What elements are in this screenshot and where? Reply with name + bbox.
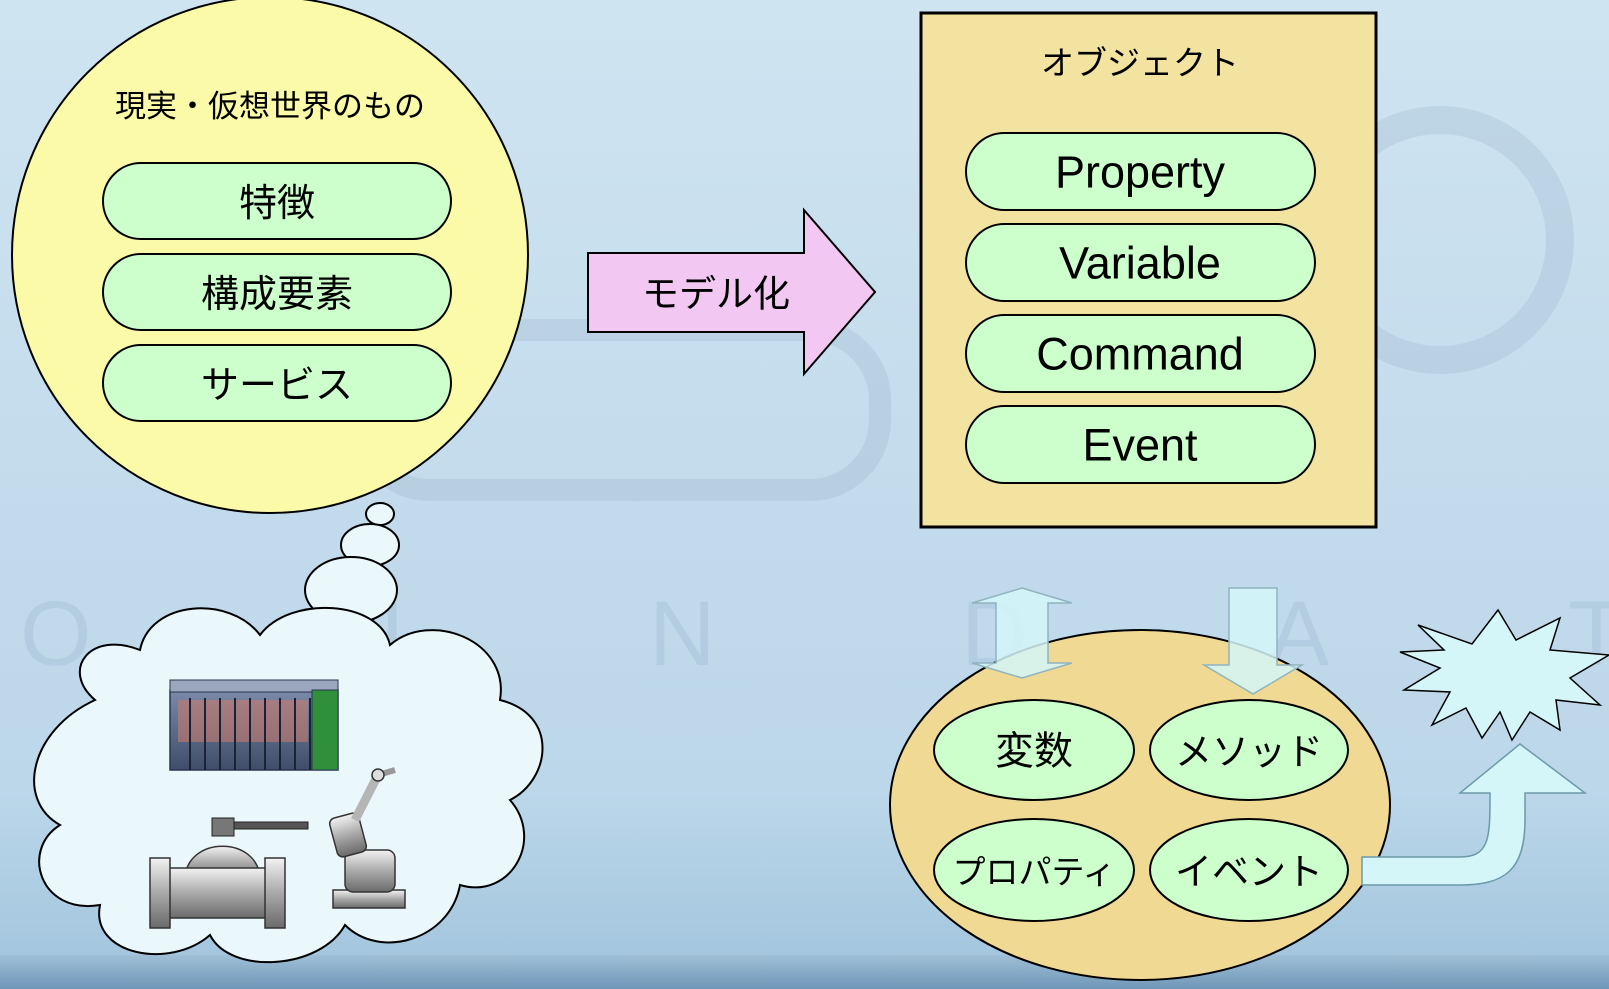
plc-rack-icon (169, 679, 339, 771)
object-item-property: Property (965, 132, 1316, 211)
real-world-item-components: 構成要素 (102, 253, 452, 331)
svg-text:Event: Event (1082, 420, 1198, 471)
down-arrow (1201, 587, 1305, 695)
object-item-variable: Variable (965, 223, 1316, 302)
real-world-circle: 現実・仮想世界のもの 特徴 構成要素 サービス (11, 0, 529, 514)
svg-text:Property: Property (1055, 147, 1226, 198)
real-world-title: 現実・仮想世界のもの (115, 89, 425, 125)
object-box-title: オブジェクト (1041, 44, 1239, 83)
svg-text:サービス: サービス (201, 363, 353, 407)
impl-item-event: イベント (1149, 818, 1349, 922)
implementation-ellipse: 変数 メソッド プロパティ イベント (889, 629, 1391, 981)
object-item-event: Event (965, 405, 1316, 484)
real-world-item-services: サービス (102, 344, 452, 422)
svg-text:イベント: イベント (1175, 851, 1323, 894)
object-item-command: Command (965, 314, 1316, 393)
svg-text:構成要素: 構成要素 (201, 272, 353, 316)
svg-text:変数: 変数 (995, 730, 1073, 775)
event-burst-icon (1399, 608, 1609, 742)
svg-text:メソッド: メソッド (1175, 731, 1323, 774)
event-curved-arrow (1361, 743, 1588, 886)
bottom-bar (0, 955, 1609, 989)
object-box: オブジェクト Property Variable Command Event (919, 11, 1378, 529)
impl-item-method: メソッド (1149, 699, 1349, 801)
thought-bubbles (304, 502, 400, 624)
real-world-item-features: 特徴 (102, 162, 452, 240)
bidirectional-arrow (971, 587, 1073, 679)
modeling-arrow-label: モデル化 (642, 273, 790, 316)
equipment-cloud (33, 606, 544, 964)
svg-text:Variable: Variable (1059, 238, 1221, 289)
modeling-arrow: モデル化 (587, 207, 877, 377)
svg-text:Command: Command (1036, 329, 1244, 380)
impl-item-variable: 変数 (933, 699, 1135, 801)
impl-item-property: プロパティ (933, 818, 1135, 922)
robot-arm-icon (328, 767, 406, 909)
svg-text:プロパティ: プロパティ (952, 853, 1115, 892)
svg-text:特徴: 特徴 (239, 181, 315, 225)
valve-icon (149, 817, 309, 929)
